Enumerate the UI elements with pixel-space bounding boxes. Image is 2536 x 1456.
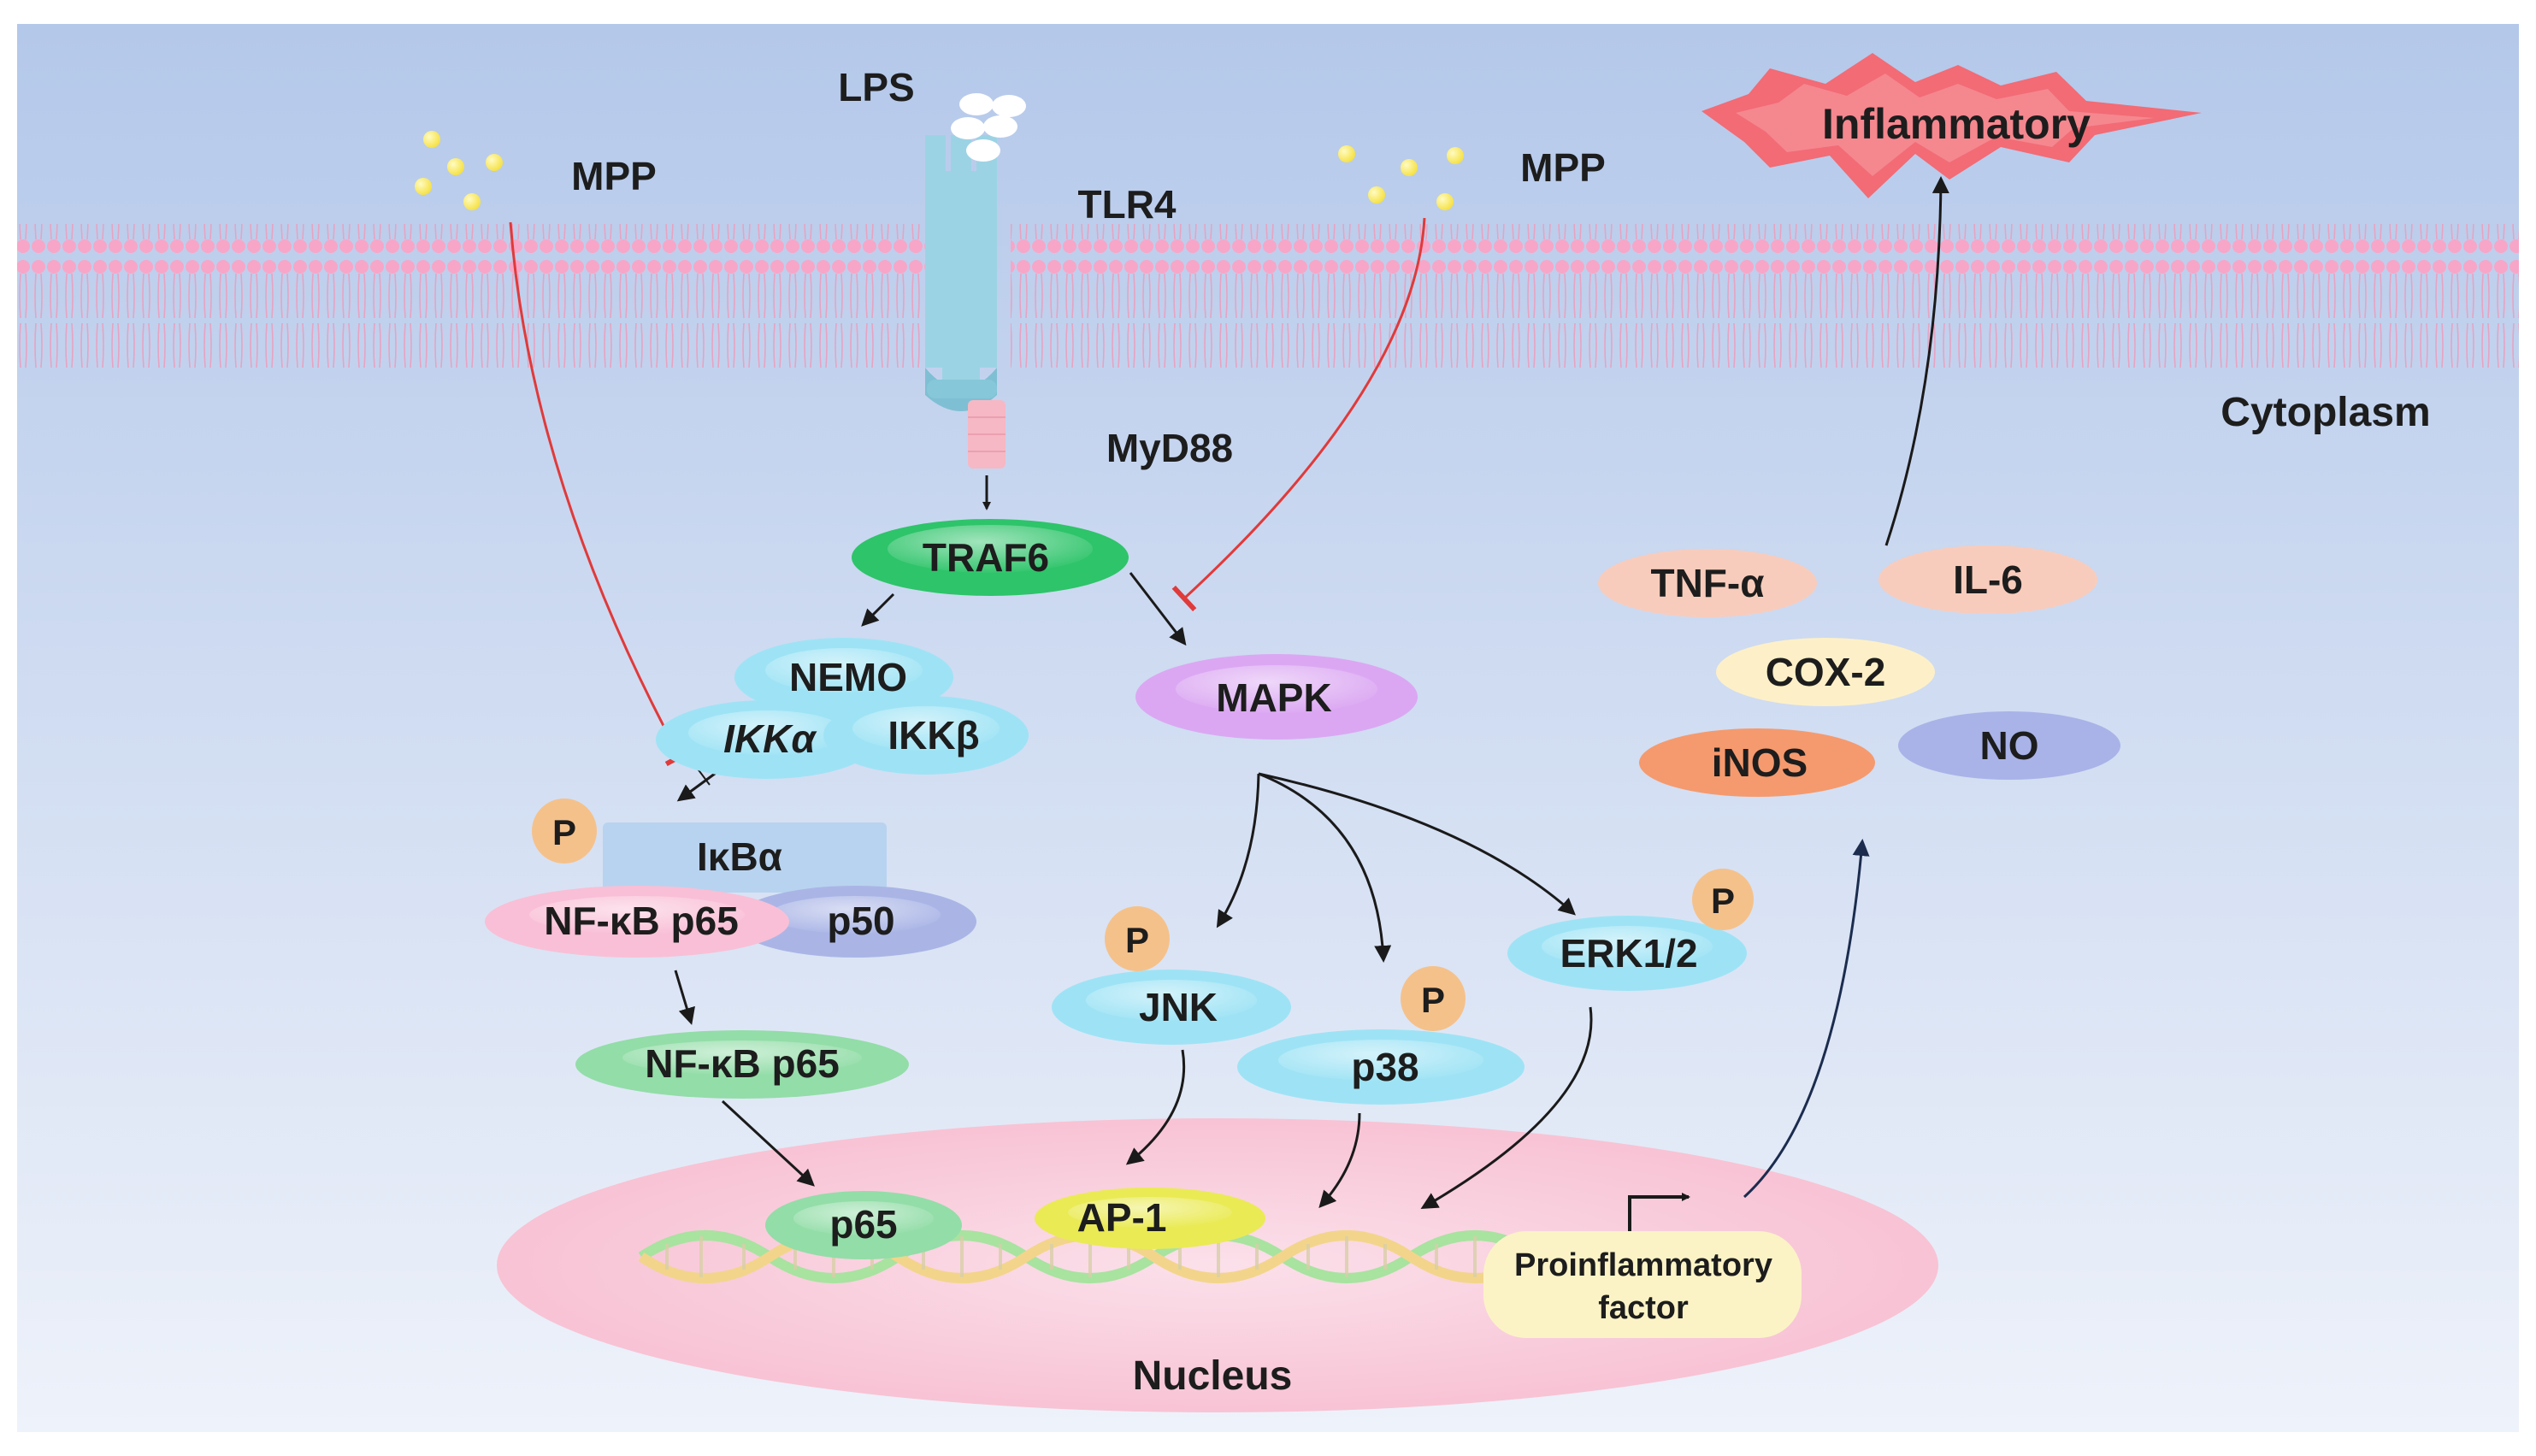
- mapk-to-jnk-arrow: [1216, 773, 1260, 928]
- cytoplasm-label: Cytoplasm: [2220, 390, 2430, 435]
- p65-nuclear-protein: [765, 1191, 962, 1259]
- nucleus-label: Nucleus: [1133, 1353, 1293, 1399]
- myd88-adaptor: [968, 400, 1006, 469]
- ikba-nfkb-complex: [485, 822, 976, 958]
- no-mediator: [1898, 711, 2120, 780]
- p65-release-arrow: [674, 970, 695, 1025]
- cell-membrane: [17, 224, 2519, 368]
- tlr4-label: TLR4: [1078, 182, 1177, 227]
- nfkb-p65-free-protein: [575, 1030, 909, 1099]
- p38-label: p38: [1351, 1045, 1418, 1089]
- cox2-label: COX-2: [1766, 650, 1886, 694]
- ap1-protein: [1035, 1188, 1265, 1249]
- proinflammatory-label-line2: factor: [1598, 1290, 1689, 1326]
- mapk-label: MAPK: [1216, 675, 1331, 720]
- ikba-label: IκBα: [697, 834, 782, 879]
- il6-label: IL-6: [1953, 557, 2023, 602]
- pathway-edges: [509, 176, 1949, 1210]
- phosphate-ikba-label: P: [552, 812, 576, 852]
- phosphate-erk: [1692, 869, 1754, 930]
- jnk-label: JNK: [1139, 985, 1218, 1029]
- ikk-to-ikba-arrow: [676, 769, 719, 802]
- mpp-particles-right: [1338, 145, 1464, 210]
- traf6-label: TRAF6: [923, 535, 1049, 580]
- mpp-right-label: MPP: [1520, 145, 1606, 190]
- phosphate-jnk: [1105, 906, 1170, 971]
- tnfa-mediator: [1598, 549, 1817, 617]
- traf6-to-nemo-arrow: [861, 592, 895, 627]
- p38-to-nucleus-arrow: [1318, 1112, 1361, 1208]
- p65-to-nucleus-arrow: [721, 1099, 815, 1187]
- cox2-mediator: [1716, 638, 1935, 706]
- p50-label: p50: [827, 899, 894, 943]
- labels: LPS MPP MPP TLR4 MyD88 Cytoplasm Inflamm…: [544, 65, 2430, 1399]
- inflammatory-mediators: [1598, 545, 2120, 797]
- p38-protein: [1237, 1029, 1525, 1105]
- p65-nuclear-label: p65: [829, 1202, 897, 1247]
- ikk-complex: [656, 638, 1029, 779]
- mpp-right-inhibition-line: [1171, 217, 1426, 612]
- lps-molecules: [951, 93, 1026, 162]
- nfkb-p65-label: NF-κB p65: [544, 899, 739, 943]
- myd88-label: MyD88: [1106, 426, 1233, 470]
- erk-to-nucleus-arrow: [1420, 1006, 1593, 1210]
- phosphate-jnk-label: P: [1125, 920, 1149, 960]
- mapk-to-p38-arrow: [1258, 772, 1392, 963]
- proinflammatory-factor-box: [1483, 1231, 1802, 1338]
- cytokines-to-inflammatory-arrow: [1884, 176, 1949, 546]
- phosphate-p38: [1401, 966, 1466, 1031]
- proinflammatory-label-line1: Proinflammatory: [1514, 1247, 1772, 1283]
- nucleus-to-cytokines-arrow: [1743, 839, 1870, 1199]
- phosphate-erk-label: P: [1711, 881, 1735, 921]
- traf6-protein: [852, 519, 1129, 596]
- no-label: NO: [1980, 723, 2039, 768]
- transcription-start-arrow: [1628, 1193, 1690, 1231]
- nemo-label: NEMO: [789, 655, 907, 699]
- traf6-to-mapk-arrow: [1129, 572, 1187, 646]
- inflammatory-label: Inflammatory: [1822, 100, 2091, 148]
- ap1-label: AP-1: [1077, 1195, 1167, 1240]
- mapk-to-erk-arrow: [1258, 772, 1576, 916]
- phosphate-p38-label: P: [1421, 980, 1445, 1020]
- mpp-left-inhibition-line: [509, 221, 695, 767]
- phosphate-groups: [532, 799, 1754, 1031]
- ikkb-label: IKKβ: [888, 713, 979, 757]
- ikka-label: IKKα: [723, 716, 817, 761]
- inos-mediator: [1639, 728, 1875, 797]
- mapk-protein: [1135, 654, 1418, 740]
- mpp-particles-left: [415, 131, 503, 210]
- erk-label: ERK1/2: [1560, 931, 1697, 976]
- tlr4-receptor: [925, 135, 997, 411]
- nfkb-p65-free-label: NF-κB p65: [645, 1041, 840, 1086]
- il6-mediator: [1878, 545, 2097, 614]
- mpp-left-label: MPP: [571, 154, 657, 198]
- tnfa-label: TNF-α: [1650, 561, 1764, 605]
- jnk-to-ap1-arrow: [1125, 1049, 1186, 1165]
- lps-label: LPS: [838, 65, 914, 109]
- phosphate-ikba: [532, 799, 597, 864]
- jnk-protein: [1052, 970, 1291, 1045]
- inflammatory-burst: [1701, 53, 2202, 198]
- inos-label: iNOS: [1712, 740, 1808, 785]
- erk-protein: [1507, 916, 1747, 991]
